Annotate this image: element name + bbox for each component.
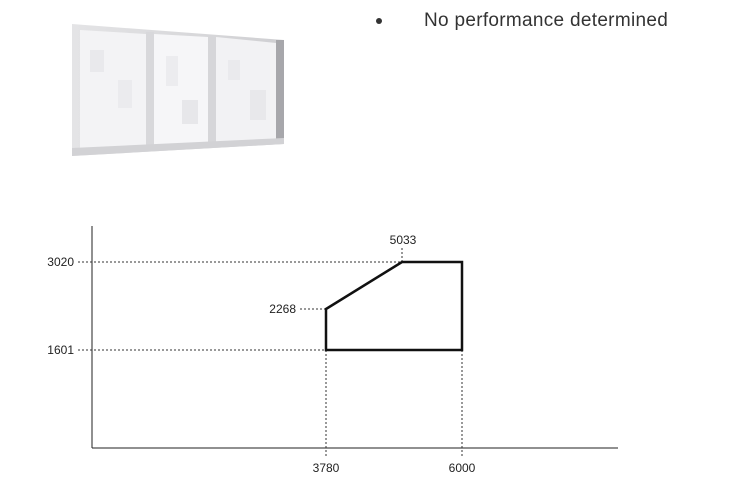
y-label-1601: 1601 <box>47 343 74 357</box>
performance-note-text: No performance determined <box>424 10 669 31</box>
point-label-2268: 2268 <box>269 302 296 316</box>
x-label-3780: 3780 <box>313 461 340 475</box>
window-thumbnail <box>70 20 288 160</box>
point-label-5033: 5033 <box>390 233 417 247</box>
y-label-3020: 3020 <box>47 255 74 269</box>
x-label-6000: 6000 <box>449 461 476 475</box>
bullet-icon <box>376 18 382 24</box>
performance-note: No performance determined <box>372 10 668 32</box>
performance-envelope <box>324 260 464 352</box>
window-photo-icon <box>72 24 284 156</box>
